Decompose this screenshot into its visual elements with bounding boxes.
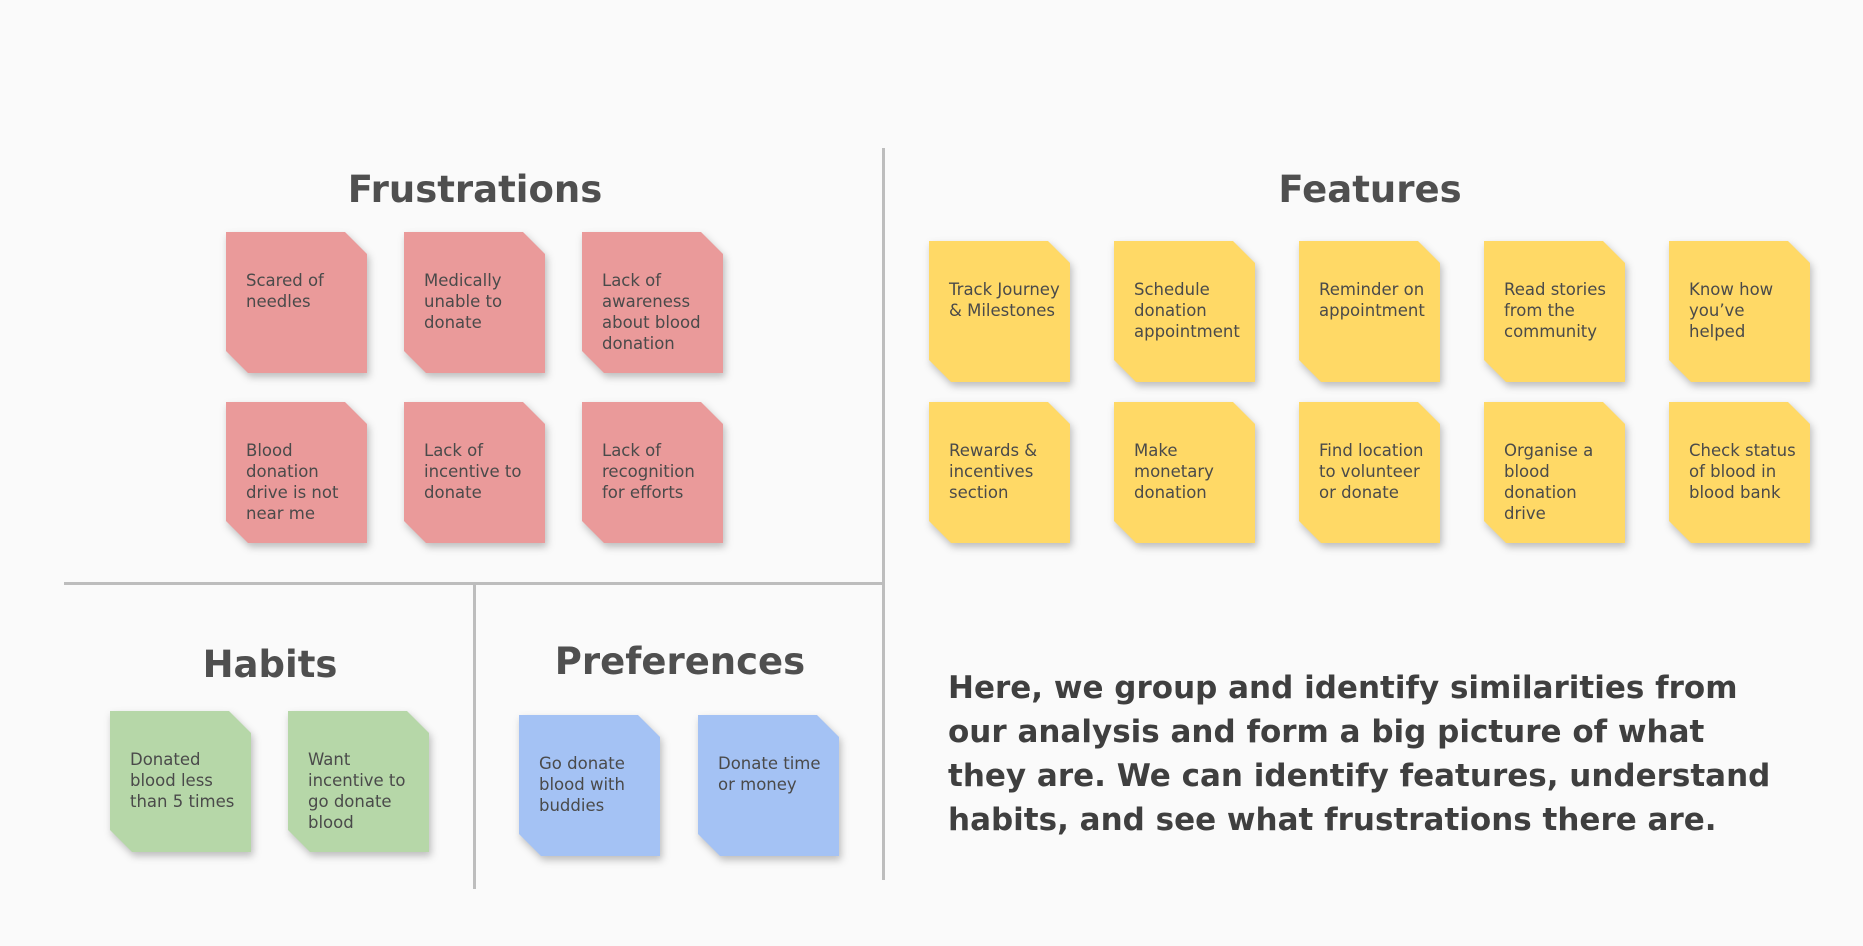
vertical-divider-lower <box>473 584 476 889</box>
frustration-note-3[interactable]: Lack of awareness about blood donation <box>582 232 723 373</box>
habits-title: Habits <box>202 643 338 686</box>
feature-note-2[interactable]: Schedule donation appointment <box>1114 241 1255 382</box>
feature-note-1[interactable]: Track Journey & Milestones <box>929 241 1070 382</box>
preference-note-1[interactable]: Go donate blood with buddies <box>519 715 660 856</box>
vertical-divider-main <box>882 148 885 880</box>
frustration-note-6[interactable]: Lack of recognition for efforts <box>582 402 723 543</box>
feature-note-3[interactable]: Reminder on appointment <box>1299 241 1440 382</box>
feature-note-8[interactable]: Find location to volunteer or donate <box>1299 402 1440 543</box>
frustrations-title: Frustrations <box>347 168 603 211</box>
preference-note-2[interactable]: Donate time or money <box>698 715 839 856</box>
horizontal-divider <box>64 582 884 585</box>
feature-note-5[interactable]: Know how you’ve helped <box>1669 241 1810 382</box>
feature-note-9[interactable]: Organise a blood donation drive <box>1484 402 1625 543</box>
features-title: Features <box>1278 168 1462 211</box>
feature-note-4[interactable]: Read stories from the community <box>1484 241 1625 382</box>
preferences-title: Preferences <box>554 640 806 683</box>
frustration-note-5[interactable]: Lack of incentive to donate <box>404 402 545 543</box>
habit-note-2[interactable]: Want incentive to go donate blood <box>288 711 429 852</box>
frustration-note-4[interactable]: Blood donation drive is not near me <box>226 402 367 543</box>
description-text: Here, we group and identify similarities… <box>948 670 1771 838</box>
feature-note-7[interactable]: Make monetary donation <box>1114 402 1255 543</box>
frustration-note-1[interactable]: Scared of needles <box>226 232 367 373</box>
feature-note-10[interactable]: Check status of blood in blood bank <box>1669 402 1810 543</box>
frustration-note-2[interactable]: Medically unable to donate <box>404 232 545 373</box>
feature-note-6[interactable]: Rewards & incentives section <box>929 402 1070 543</box>
habit-note-1[interactable]: Donated blood less than 5 times <box>110 711 251 852</box>
